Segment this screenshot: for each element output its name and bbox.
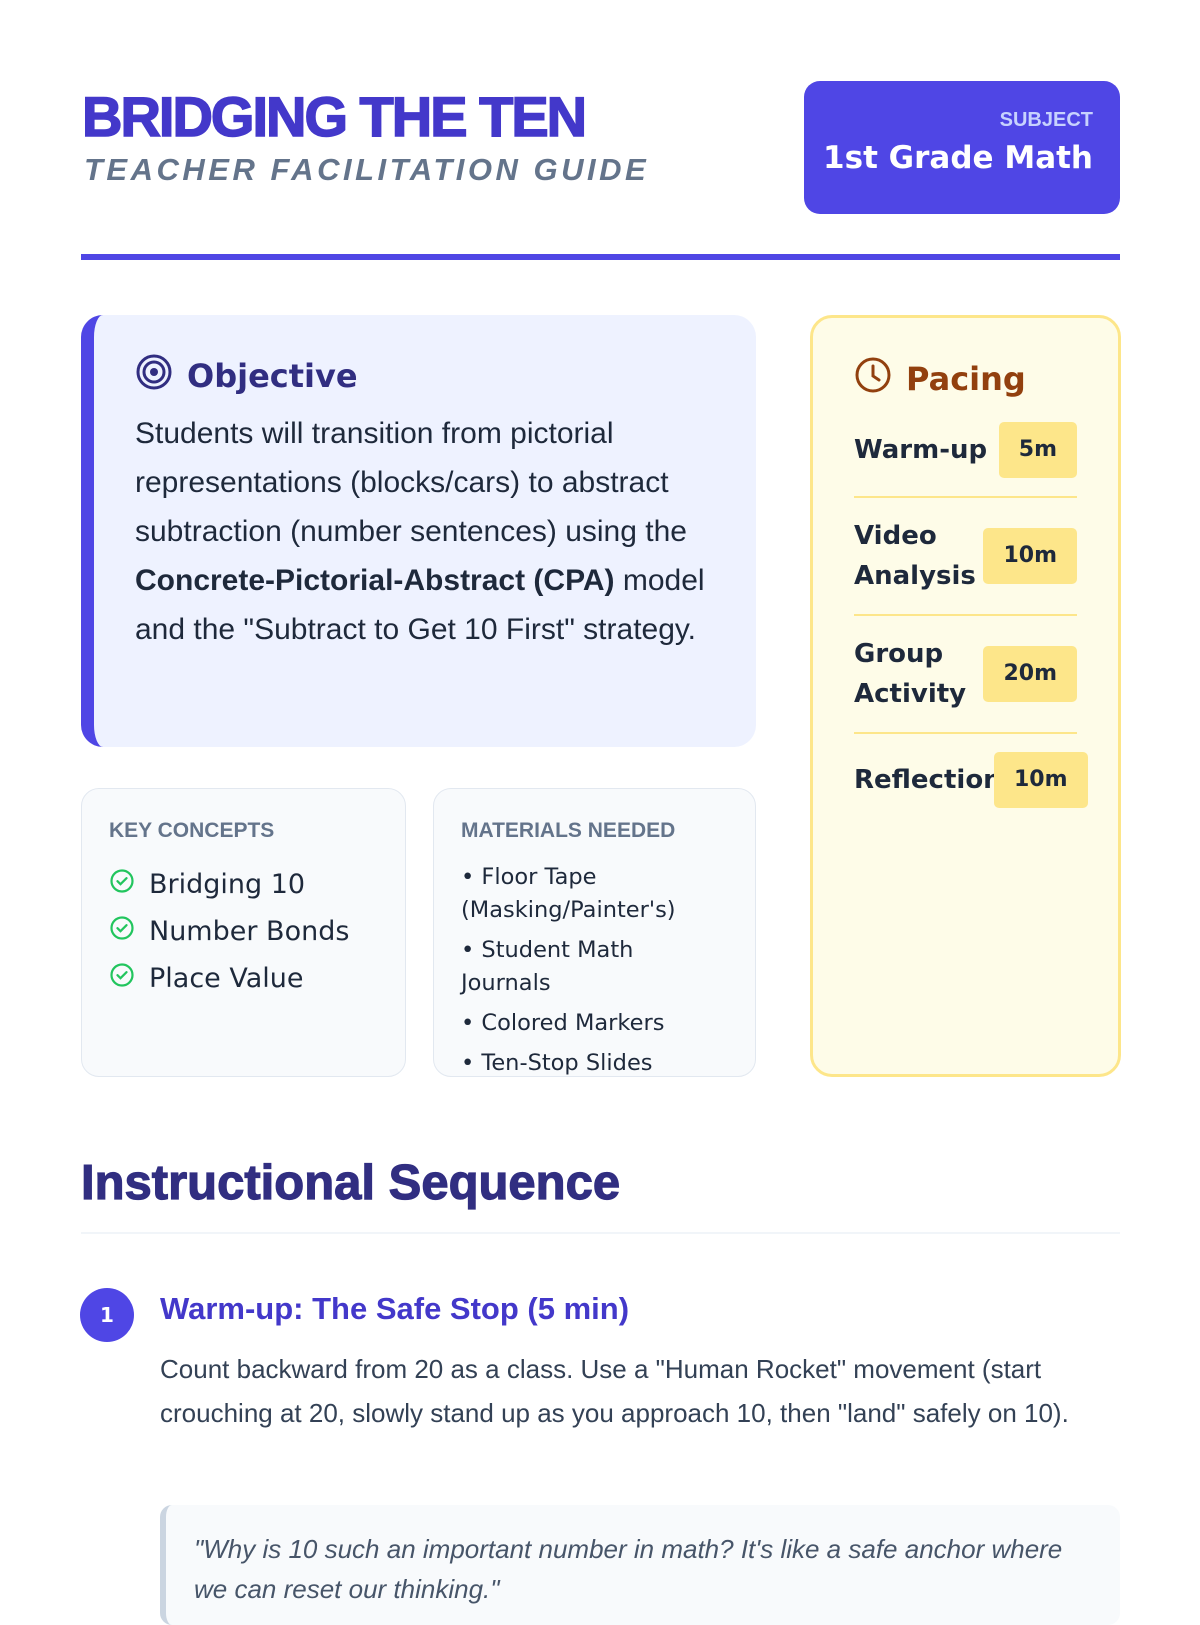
pacing-label: Group Activity bbox=[854, 639, 967, 709]
subject-value: 1st Grade Math bbox=[823, 140, 1093, 176]
page-subtitle: TEACHER FACILITATION GUIDE bbox=[84, 152, 650, 187]
key-concepts-heading: KEY CONCEPTS bbox=[109, 819, 275, 842]
objective-heading: Objective bbox=[187, 357, 358, 395]
pacing-time-badge: 10m bbox=[983, 528, 1077, 584]
objective-text: Students will transition from pictorial … bbox=[135, 417, 705, 646]
step-body: Count backward from 20 as a class. Use a… bbox=[160, 1354, 1069, 1428]
subject-label: SUBJECT bbox=[999, 109, 1093, 131]
step-number-badge: 1 bbox=[80, 1288, 134, 1342]
check-circle-icon bbox=[109, 868, 135, 901]
pacing-time-badge: 5m bbox=[998, 422, 1077, 478]
pacing-heading: Pacing bbox=[906, 360, 1026, 398]
check-circle-icon bbox=[109, 915, 135, 948]
material-item: • Ten-Stop Slides bbox=[461, 1050, 653, 1076]
sequence-divider bbox=[81, 1232, 1120, 1234]
materials-heading: MATERIALS NEEDED bbox=[461, 819, 676, 842]
materials-card: MATERIALS NEEDED • Floor Tape (Masking/P… bbox=[433, 788, 756, 1077]
pacing-time-badge: 20m bbox=[983, 646, 1077, 702]
material-item: • Student Math Journals bbox=[461, 937, 634, 996]
clock-icon bbox=[854, 356, 892, 402]
key-concept-item: Place Value bbox=[109, 955, 378, 1002]
sequence-heading: Instructional Sequence bbox=[80, 1155, 621, 1210]
material-item: • Colored Markers bbox=[461, 1010, 665, 1036]
key-concept-item: Bridging 10 bbox=[109, 861, 378, 908]
header-divider bbox=[81, 254, 1120, 260]
material-item: • Floor Tape (Masking/Painter's) bbox=[461, 864, 676, 923]
step-title: Warm-up: The Safe Stop (5 min) bbox=[160, 1291, 630, 1326]
page-title: BRIDGING THE TEN bbox=[81, 84, 588, 149]
objective-card: Objective Students will transition from … bbox=[81, 315, 756, 747]
pacing-label: Reflection bbox=[854, 765, 1002, 795]
pacing-label: Video Analysis bbox=[854, 521, 976, 591]
target-icon bbox=[135, 353, 173, 399]
pacing-time-badge: 10m bbox=[994, 752, 1088, 808]
key-concept-item: Number Bonds bbox=[109, 908, 378, 955]
pacing-label: Warm-up bbox=[854, 435, 988, 465]
step-quote: "Why is 10 such an important number in m… bbox=[160, 1505, 1120, 1625]
check-circle-icon bbox=[109, 962, 135, 995]
pacing-row: Group Activity 20m bbox=[854, 616, 1077, 734]
subject-badge: SUBJECT 1st Grade Math bbox=[804, 81, 1120, 214]
pacing-row: Warm-up 5m bbox=[854, 422, 1077, 498]
